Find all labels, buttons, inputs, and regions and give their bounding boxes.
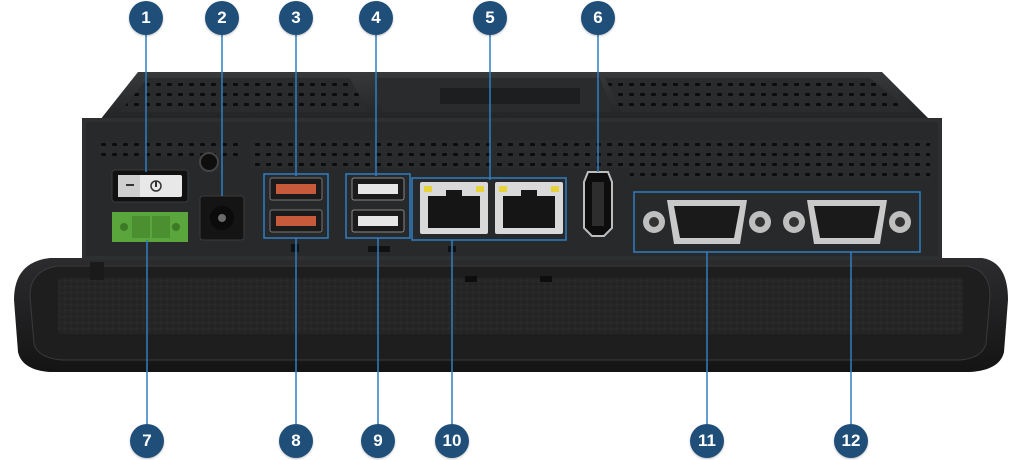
foam-gasket: [58, 278, 963, 334]
leader-lines: [145, 34, 852, 424]
ethernet-ports: [411, 177, 567, 252]
rear-vent-left: [250, 140, 630, 168]
callout-9: 9: [361, 424, 395, 458]
serial-ports: [633, 191, 921, 253]
com2-port: [783, 200, 911, 244]
callout-4: 4: [359, 1, 393, 35]
dc-power-jack: [199, 152, 245, 241]
callout-2: 2: [205, 1, 239, 35]
display-bezel: [14, 258, 1008, 372]
callout-3: 3: [279, 1, 313, 35]
usb2-ports: [345, 173, 411, 252]
callout-6: 6: [581, 1, 615, 35]
callout-12: 12: [834, 424, 868, 458]
device-housing: [82, 72, 942, 280]
terminal-block: [112, 212, 188, 242]
usb3-ports: [263, 173, 329, 252]
callout-1: 1: [129, 1, 163, 35]
power-switch: [111, 169, 189, 203]
callout-5: 5: [473, 1, 507, 35]
callout-10: 10: [435, 424, 469, 458]
hdmi-port: [583, 171, 613, 237]
com1-port: [643, 200, 771, 244]
callout-8: 8: [279, 424, 313, 458]
rear-vent-right: [630, 140, 930, 180]
callout-7: 7: [130, 424, 164, 458]
callout-11: 11: [690, 424, 724, 458]
